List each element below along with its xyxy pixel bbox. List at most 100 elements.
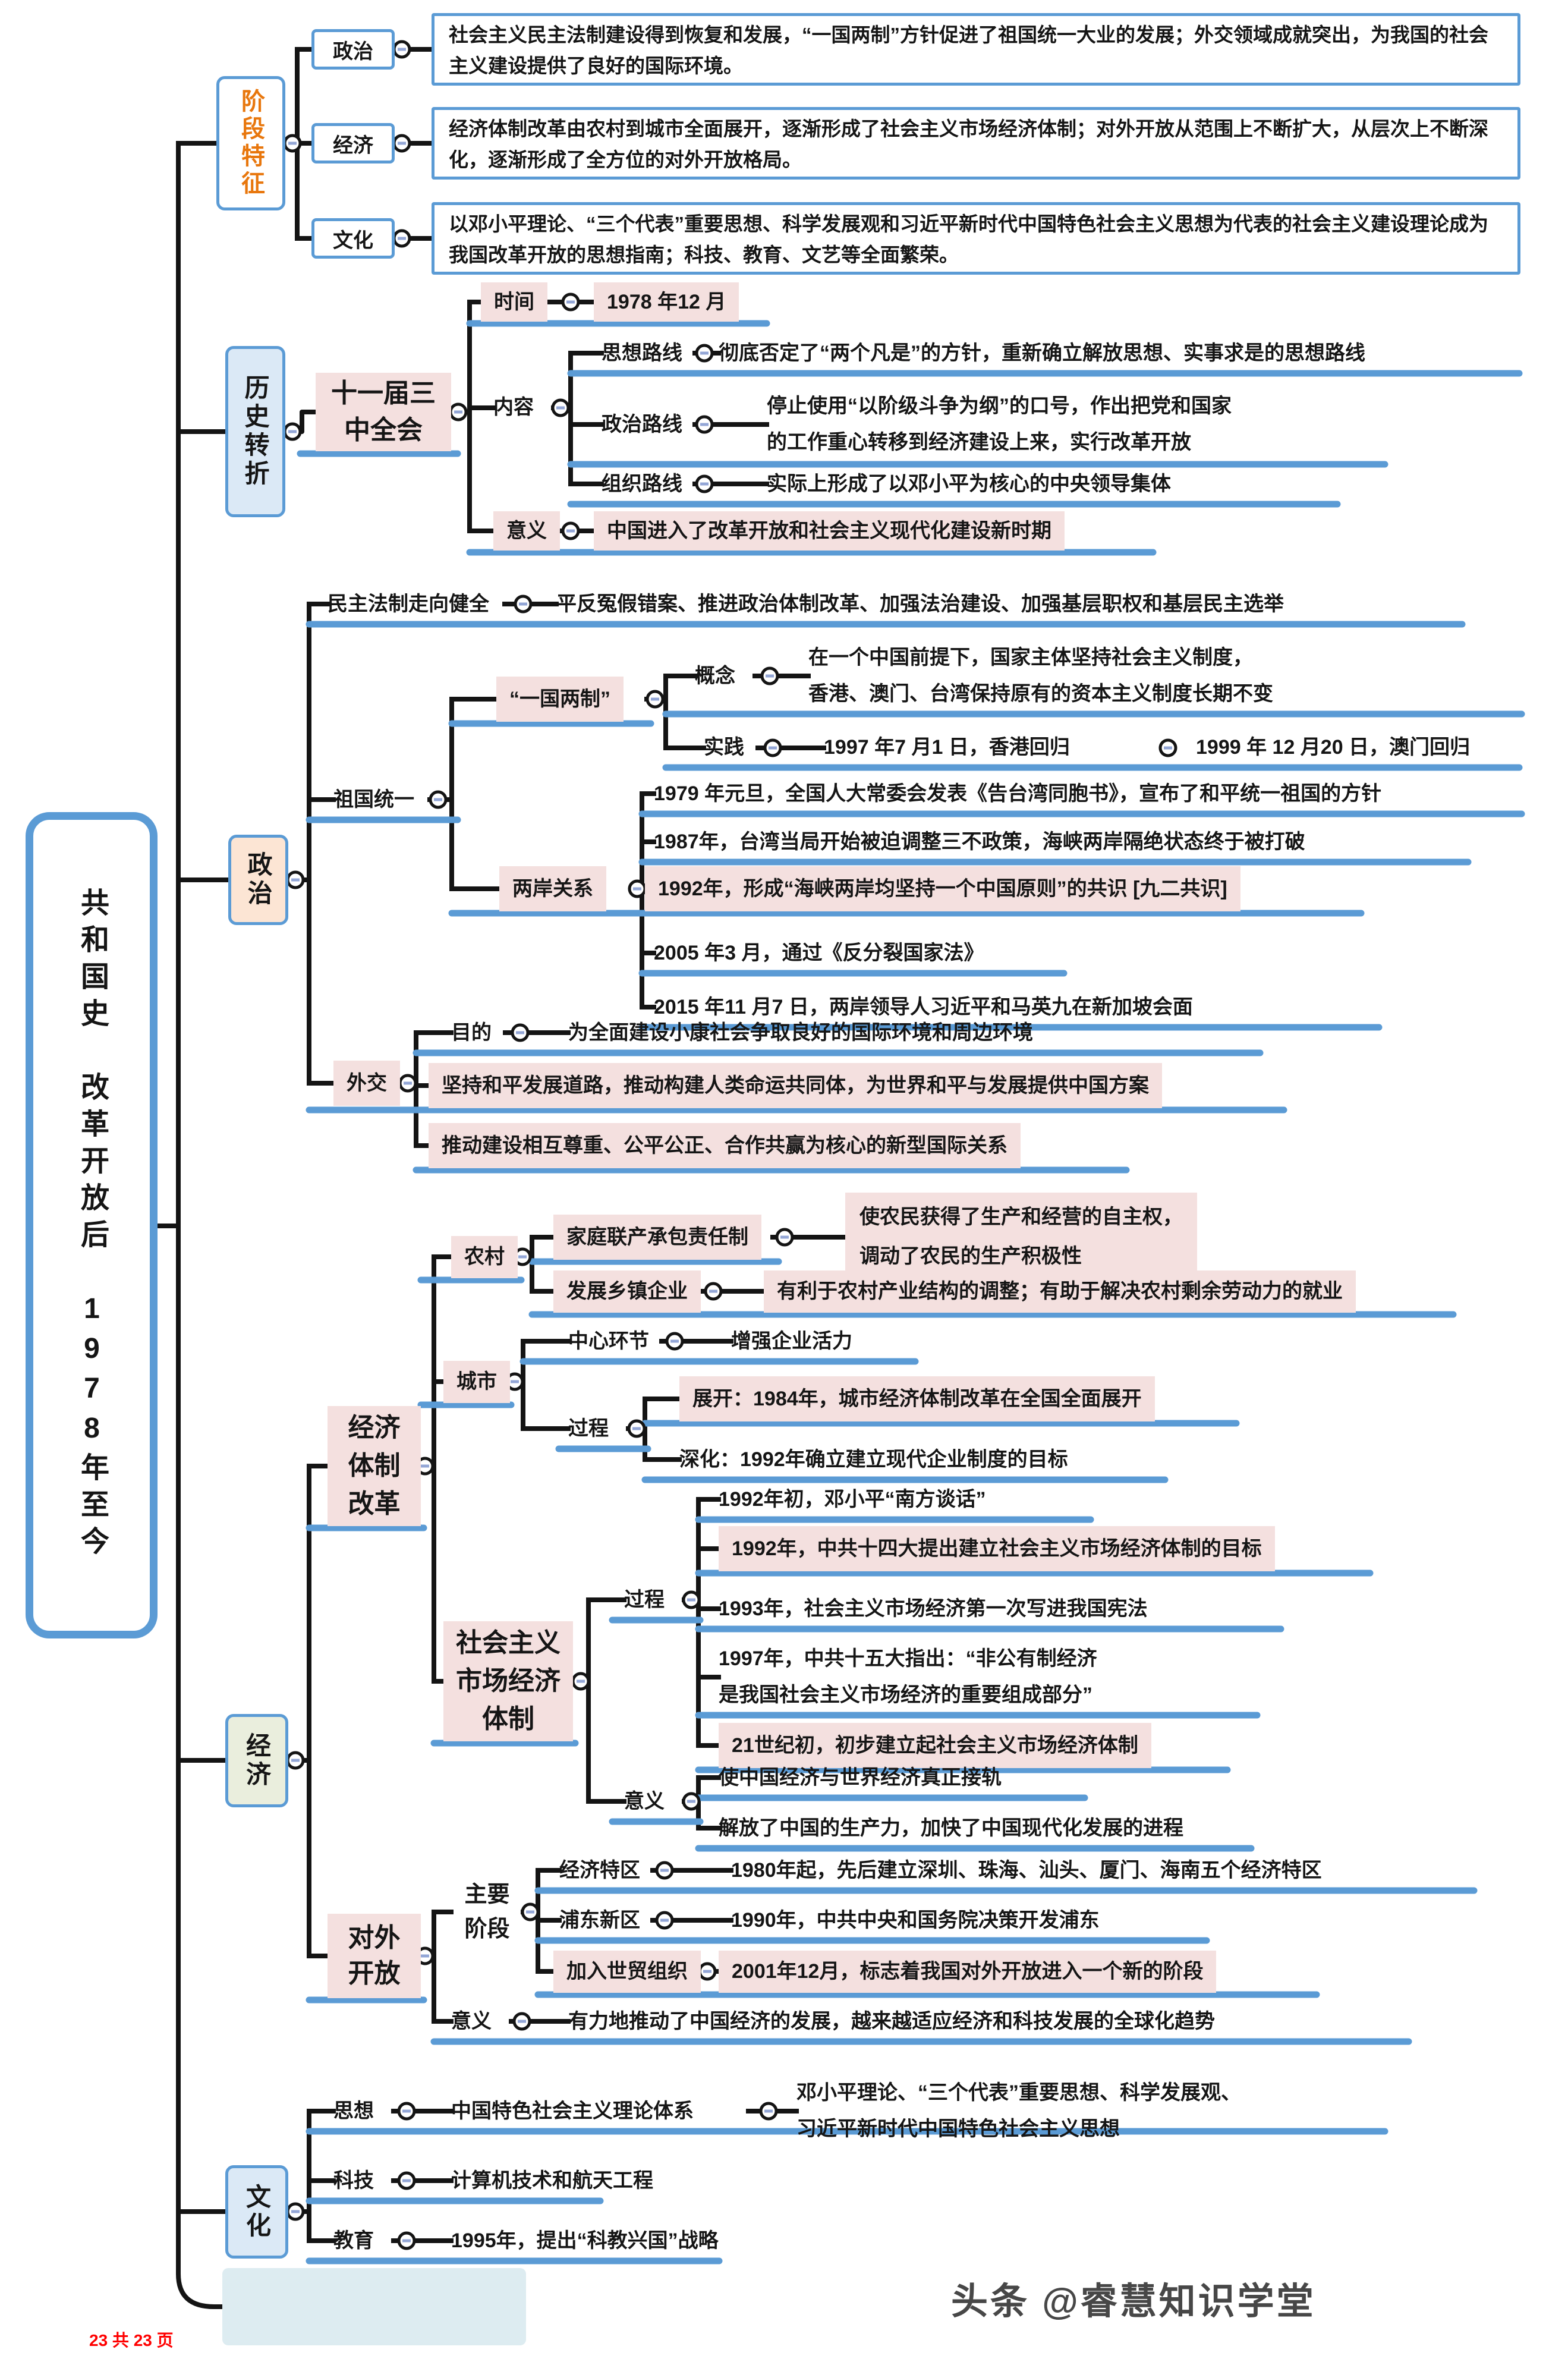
thought-detail-1: 邓小平理论、“三个代表”重要思想、科学发展观、 [796,2081,1241,2104]
core-link-text[interactable]: 增强企业活力 [731,1330,852,1353]
tech-label[interactable]: 科技 [333,2169,374,2192]
branch-culture[interactable]: 文化 [225,2165,288,2259]
township-enterprise-effect[interactable]: 有利于农村产业结构的调整；有助于解决农村剩余劳动力的就业 [764,1270,1356,1313]
market-step-21century[interactable]: 21世纪初，初步建立起社会主义市场经济体制 [719,1723,1151,1768]
thought-value[interactable]: 中国特色社会主义理论体系 [451,2100,694,2122]
cross-strait-event-1979[interactable]: 1979 年元旦，全国人大常委会发表《告台湾同胞书》，宣布了和平统一祖国的方针 [654,782,1382,805]
empty-placeholder-node[interactable] [222,2268,526,2345]
content-label[interactable]: 内容 [493,396,534,419]
market-process-label[interactable]: 过程 [624,1589,665,1611]
household-contract-node[interactable]: 家庭联产承包责任制 [553,1215,761,1260]
concept-label[interactable]: 概念 [695,665,735,687]
household-effect-2: 调动了农民的生产积极性 [859,1245,1082,1268]
diplomacy-purpose-text[interactable]: 为全面建设小康社会争取良好的国际环境和周边环境 [568,1021,1033,1044]
wto-label[interactable]: 加入世贸组织 [553,1951,701,1993]
cross-strait-event-1992[interactable]: 1992年，形成“海峡两岸均坚持一个中国原则”的共识 [九二共识] [645,866,1240,911]
thought-label[interactable]: 思想 [333,2100,374,2122]
branch-stage-label: 阶段特征 [238,89,264,198]
urban-process-deepen[interactable]: 深化：1992年确立建立现代企业制度的目标 [679,1448,1068,1471]
legal-system-label[interactable]: 民主法制走向健全 [328,593,489,615]
branch-economy[interactable]: 经济 [225,1714,288,1807]
branch-politics[interactable]: 政治 [228,835,288,925]
main-stages-label[interactable]: 主要阶段 [464,1882,510,1942]
reunification-label[interactable]: 祖国统一 [333,788,414,811]
practice-hongkong[interactable]: 1997 年7 月1 日，香港回归 [824,736,1070,759]
concept-text[interactable]: 在一个中国前提下，国家主体坚持社会主义制度， 香港、澳门、台湾保持原有的资本主义… [808,640,1273,712]
edu-label[interactable]: 教育 [333,2229,374,2252]
stage-economy-text[interactable]: 经济体制改革由农村到城市全面展开，逐渐形成了社会主义市场经济体制；对外开放从范围… [432,107,1520,180]
political-line-text-2: 的工作重心转移到经济建设上来，实行改革开放 [767,431,1191,454]
cross-strait-event-2015[interactable]: 2015 年11 月7 日，两岸领导人习近平和马英九在新加坡会面 [654,996,1193,1018]
diplomacy-node[interactable]: 外交 [333,1061,400,1106]
market-step-1992-talk[interactable]: 1992年初，邓小平“南方谈话” [719,1488,986,1511]
urban-process-start[interactable]: 展开：1984年，城市经济体制改革在全国全面展开 [679,1376,1155,1421]
organization-line-label[interactable]: 组织路线 [602,473,682,495]
stage-politics-label[interactable]: 政治 [311,29,395,70]
pudong-text[interactable]: 1990年，中共中央和国务院决策开发浦东 [731,1909,1100,1932]
legal-system-text[interactable]: 平反冤假错案、推进政治体制改革、加强法治建设、加强基层职权和基层民主选举 [556,593,1284,615]
branch-culture-label: 文化 [243,2183,271,2241]
market-step-1993[interactable]: 1993年，社会主义市场经济第一次写进我国宪法 [719,1597,1148,1620]
political-line-text[interactable]: 停止使用“以阶级斗争为纲”的口号，作出把党和国家 的工作重心转移到经济建设上来，… [767,388,1232,461]
time-value[interactable]: 1978 年12 月 [594,282,739,322]
branch-politics-label: 政治 [244,851,272,908]
opening-up-node[interactable]: 对外开放 [328,1914,421,1998]
tech-text[interactable]: 计算机技术和航天工程 [451,2169,653,2192]
cross-strait-event-1987[interactable]: 1987年，台湾当局开始被迫调整三不政策，海峡两岸隔绝状态终于被打破 [654,831,1305,853]
opening-meaning-label[interactable]: 意义 [451,2010,492,2033]
branch-history-label: 历史转折 [241,375,269,489]
root-topic[interactable]: 共和国史 改革开放后 1978年至今 [26,812,158,1638]
core-link-label[interactable]: 中心环节 [568,1330,649,1353]
diplomacy-purpose-label[interactable]: 目的 [451,1021,492,1044]
concept-text-1: 在一个中国前提下，国家主体坚持社会主义制度， [808,646,1253,669]
diplomacy-point-1[interactable]: 坚持和平发展道路，推动构建人类命运共同体，为世界和平与发展提供中国方案 [429,1063,1162,1108]
practice-macau[interactable]: 1999 年 12 月20 日，澳门回归 [1196,736,1471,759]
township-enterprise-node[interactable]: 发展乡镇企业 [553,1270,701,1313]
history-meaning-label[interactable]: 意义 [493,511,560,551]
market-step-1997-1: 1997年，中共十五大指出：“非公有制经济 [719,1647,1097,1670]
urban-node[interactable]: 城市 [443,1361,510,1403]
stage-politics-text[interactable]: 社会主义民主法制建设得到恢复和发展，“一国两制”方针促进了祖国统一大业的发展；外… [432,13,1520,86]
market-meaning-1[interactable]: 使中国经济与世界经济真正接轨 [719,1766,1002,1789]
one-country-two-systems-node[interactable]: “一国两制” [496,677,624,722]
branch-stage[interactable]: 阶段特征 [216,76,285,210]
edu-text[interactable]: 1995年，提出“科教兴国”战略 [451,2229,719,2252]
market-step-1997[interactable]: 1997年，中共十五大指出：“非公有制经济 是我国社会主义市场经济的重要组成部分… [719,1641,1097,1713]
watermark-text: 头条 @睿慧知识学堂 [951,2281,1316,2322]
urban-process-label[interactable]: 过程 [568,1417,609,1440]
market-step-1992-congress[interactable]: 1992年，中共十四大提出建立社会主义市场经济体制的目标 [719,1526,1275,1571]
concept-text-2: 香港、澳门、台湾保持原有的资本主义制度长期不变 [808,683,1273,705]
economic-reform-node[interactable]: 经济体制改革 [328,1406,421,1526]
stage-economy-label[interactable]: 经济 [311,123,395,163]
branch-economy-label: 经济 [243,1732,271,1789]
political-line-text-1: 停止使用“以阶级斗争为纲”的口号，作出把党和国家 [767,395,1232,417]
stage-culture-text[interactable]: 以邓小平理论、“三个代表”重要思想、科学发展观和习近平新时代中国特色社会主义思想… [432,202,1520,275]
diplomacy-point-2[interactable]: 推动建设相互尊重、公平公正、合作共赢为核心的新型国际关系 [429,1123,1021,1168]
stage-culture-label[interactable]: 文化 [311,218,395,259]
market-meaning-2[interactable]: 解放了中国的生产力，加快了中国现代化发展的进程 [719,1817,1183,1839]
household-contract-effect[interactable]: 使农民获得了生产和经营的自主权， 调动了农民的生产积极性 [845,1193,1197,1282]
ideology-line-label[interactable]: 思想路线 [602,342,682,364]
opening-meaning-text[interactable]: 有力地推动了中国经济的发展，越来越适应经济和科技发展的全球化趋势 [568,2010,1215,2033]
thought-detail[interactable]: 邓小平理论、“三个代表”重要思想、科学发展观、 习近平新时代中国特色社会主义思想 [796,2075,1241,2147]
pudong-label[interactable]: 浦东新区 [559,1909,640,1932]
market-economy-node[interactable]: 社会主义市场经济体制 [443,1621,573,1741]
cross-strait-node[interactable]: 两岸关系 [499,866,606,911]
sez-label[interactable]: 经济特区 [559,1859,640,1882]
market-step-1997-2: 是我国社会主义市场经济的重要组成部分” [719,1684,1092,1706]
branch-history[interactable]: 历史转折 [225,346,285,517]
organization-line-text[interactable]: 实际上形成了以邓小平为核心的中央领导集体 [767,473,1171,495]
history-meaning-text[interactable]: 中国进入了改革开放和社会主义现代化建设新时期 [594,511,1065,551]
market-meaning-label[interactable]: 意义 [624,1790,665,1813]
wto-text[interactable]: 2001年12月，标志着我国对外开放进入一个新的阶段 [719,1951,1217,1993]
cross-strait-event-2005[interactable]: 2005 年3 月，通过《反分裂国家法》 [654,942,984,964]
plenum-node[interactable]: 十一届三中全会 [316,373,451,451]
ideology-line-text[interactable]: 彻底否定了“两个凡是”的方针，重新确立解放思想、实事求是的思想路线 [719,342,1365,364]
time-label[interactable]: 时间 [481,282,547,322]
political-line-label[interactable]: 政治路线 [602,413,682,436]
page-indicator: 23 共 23 页 [89,2331,174,2350]
practice-label[interactable]: 实践 [704,736,744,759]
rural-node[interactable]: 农村 [451,1236,518,1278]
sez-text[interactable]: 1980年起，先后建立深圳、珠海、汕头、厦门、海南五个经济特区 [731,1859,1322,1882]
root-topic-label: 共和国史 改革开放后 1978年至今 [76,888,108,1563]
